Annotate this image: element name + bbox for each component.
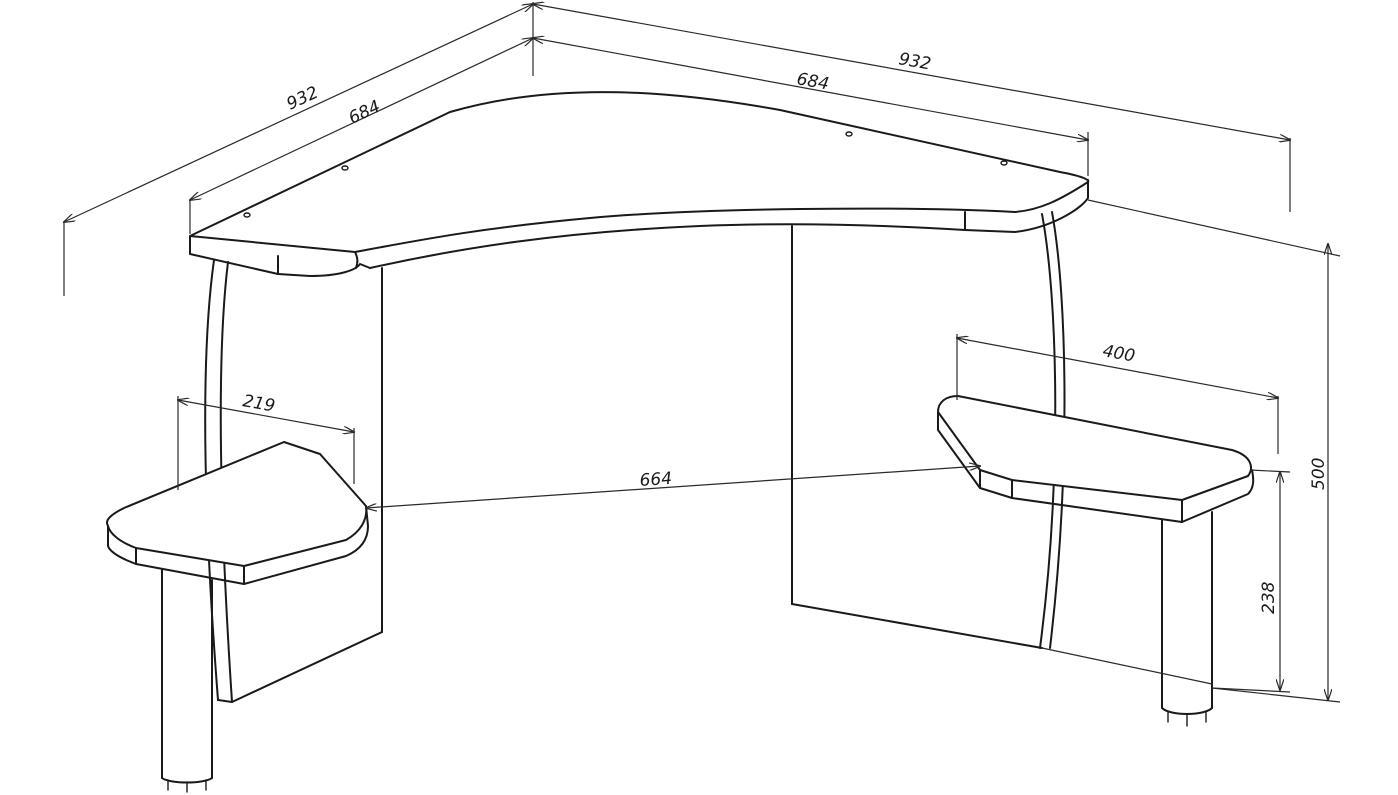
desk-top: [189, 91, 1090, 277]
dimension-label: 932: [284, 83, 322, 115]
dimension-label: 238: [1259, 581, 1279, 614]
dimension-left-shelf: 219: [178, 391, 354, 490]
left-leg: [161, 569, 213, 793]
dimension-shelf-span: 664: [366, 466, 980, 508]
dimension-label: 664: [639, 469, 673, 491]
screw-hole: [845, 131, 853, 137]
screw-hole: [243, 212, 251, 218]
dimension-right-shelf: 400: [957, 334, 1278, 454]
back-panel-right: [791, 225, 1043, 649]
dimension-label: 684: [795, 69, 830, 94]
back-panel-left: [231, 267, 383, 703]
dimension-total-height: 500: [1041, 199, 1341, 703]
right-shelf: [937, 395, 1255, 523]
left-shelf: [106, 441, 369, 585]
screw-hole: [341, 165, 349, 171]
dimension-label: 400: [1101, 341, 1136, 366]
dimension-label: 500: [1309, 458, 1329, 490]
dimension-shelf-height: 238: [1211, 469, 1291, 693]
screw-hole: [1000, 160, 1008, 166]
dimension-label: 684: [346, 97, 384, 129]
right-leg: [1161, 511, 1213, 727]
